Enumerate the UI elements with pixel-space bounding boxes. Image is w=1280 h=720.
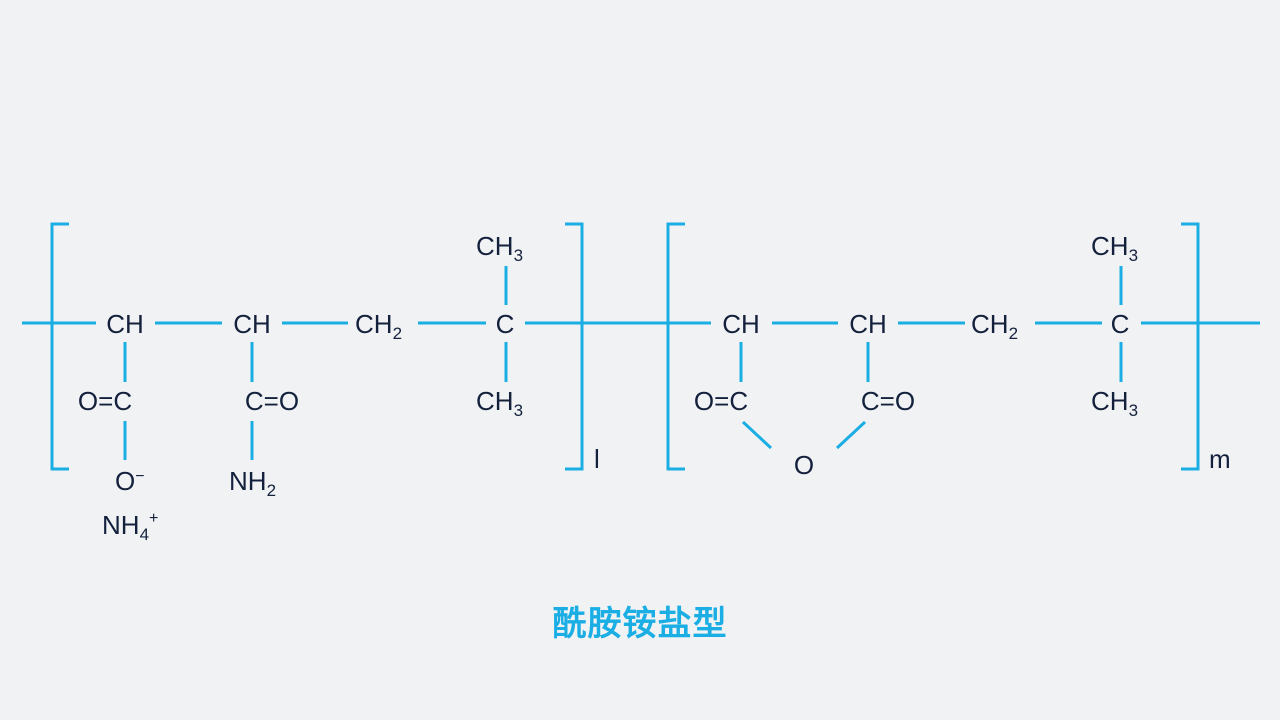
u2-ch3-top: CH3: [1091, 231, 1138, 265]
bracket-u1-right: [565, 222, 584, 471]
unit1-side-bonds: [123, 266, 508, 460]
u1-ch3-bottom: CH3: [476, 386, 523, 420]
u1-c: C: [496, 309, 515, 339]
u1-repeat-index: l: [594, 444, 600, 474]
u1-ch3-top: CH3: [476, 231, 523, 265]
u2-ch2: CH2: [971, 309, 1018, 343]
unit2-side-bonds: [739, 266, 1123, 450]
u1-carbonyl-right: C=O: [245, 386, 299, 416]
u1-oxide: O−: [115, 466, 145, 496]
u1-ch-b: CH: [233, 309, 271, 339]
u2-repeat-index: m: [1209, 444, 1231, 474]
u1-ch-a: CH: [106, 309, 144, 339]
bond-ring-left: [741, 420, 773, 450]
bracket-u1-left: [50, 222, 69, 471]
diagram-caption: 酰胺铵盐型: [552, 604, 728, 644]
u1-ch2: CH2: [355, 309, 402, 343]
bracket-u2-right: [1181, 222, 1200, 471]
u2-ch-a: CH: [722, 309, 760, 339]
unit1-atoms: CH CH CH2 C CH3 CH3 O=C C=O O− NH2 NH4+ …: [78, 231, 600, 544]
brackets: [50, 222, 1200, 471]
u2-ch3-bottom: CH3: [1091, 386, 1138, 420]
u2-carbonyl-right: C=O: [861, 386, 915, 416]
u1-carbonyl-left: O=C: [78, 386, 132, 416]
u2-bridge-oxygen: O: [794, 450, 814, 480]
u1-amine: NH2: [229, 466, 276, 500]
bond-ring-right: [835, 420, 867, 450]
u2-ch-b: CH: [849, 309, 887, 339]
u2-carbonyl-left: O=C: [694, 386, 748, 416]
u1-ammonium: NH4+: [102, 510, 158, 544]
bracket-u2-left: [666, 222, 685, 471]
u2-c: C: [1111, 309, 1130, 339]
unit2-atoms: CH CH CH2 C CH3 CH3 O=C C=O O m: [694, 231, 1231, 480]
